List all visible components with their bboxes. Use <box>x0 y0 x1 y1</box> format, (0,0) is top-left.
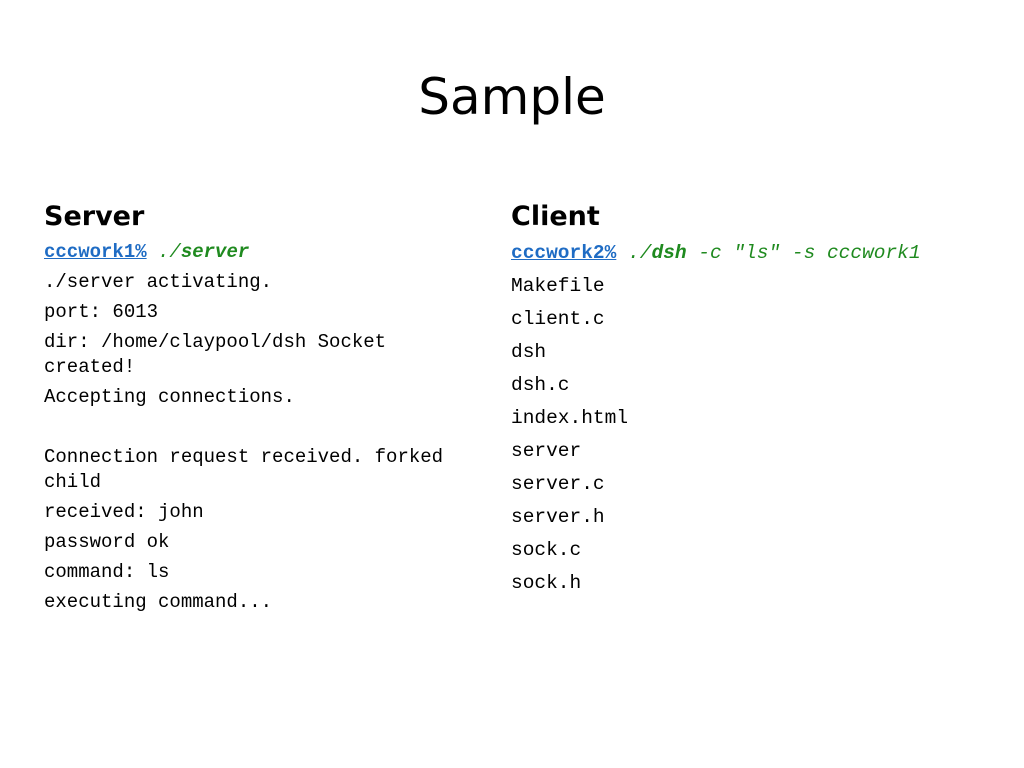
server-command-prefix: ./ <box>158 241 181 263</box>
server-column: Server cccwork1% ./server ./server activ… <box>44 198 484 620</box>
client-command-line: cccwork2% ./dsh -c "ls" -s cccwork1 <box>511 240 1011 267</box>
server-output-blank-line <box>44 415 484 440</box>
client-output-line: dsh <box>511 341 547 363</box>
slide-title: Sample <box>418 68 606 126</box>
server-output-line: ./server activating. <box>44 271 273 293</box>
server-output-line: Accepting connections. <box>44 386 295 408</box>
server-output-line: received: john <box>44 501 204 523</box>
client-output-line: server <box>511 440 582 462</box>
client-command-name: dsh <box>651 242 687 264</box>
client-column: Client cccwork2% ./dsh -c "ls" -s cccwor… <box>511 198 1011 603</box>
client-output-line: sock.h <box>511 572 582 594</box>
client-output-line: client.c <box>511 308 605 330</box>
server-output-line: command: ls <box>44 561 170 583</box>
server-command-line: cccwork1% ./server <box>44 240 484 265</box>
server-prompt: cccwork1% <box>44 241 147 263</box>
server-output-line: Connection request received. forked chil… <box>44 446 455 493</box>
client-output-line: server.h <box>511 506 605 528</box>
client-command-args: -c "ls" -s cccwork1 <box>686 242 921 264</box>
server-heading: Server <box>44 201 145 232</box>
client-output-line: dsh.c <box>511 374 570 396</box>
client-output-line: Makefile <box>511 275 605 297</box>
server-output-line: password ok <box>44 531 170 553</box>
client-prompt: cccwork2% <box>511 242 617 264</box>
client-command-prefix: ./ <box>628 242 652 264</box>
server-output-line: executing command... <box>44 591 273 613</box>
server-command-name: server <box>180 241 250 263</box>
server-output-line: port: 6013 <box>44 301 159 323</box>
client-output-line: index.html <box>511 407 629 429</box>
client-heading: Client <box>511 201 600 232</box>
client-output-line: sock.c <box>511 539 582 561</box>
client-output-line: server.c <box>511 473 605 495</box>
server-output-line: dir: /home/claypool/dsh Socket created! <box>44 331 398 378</box>
